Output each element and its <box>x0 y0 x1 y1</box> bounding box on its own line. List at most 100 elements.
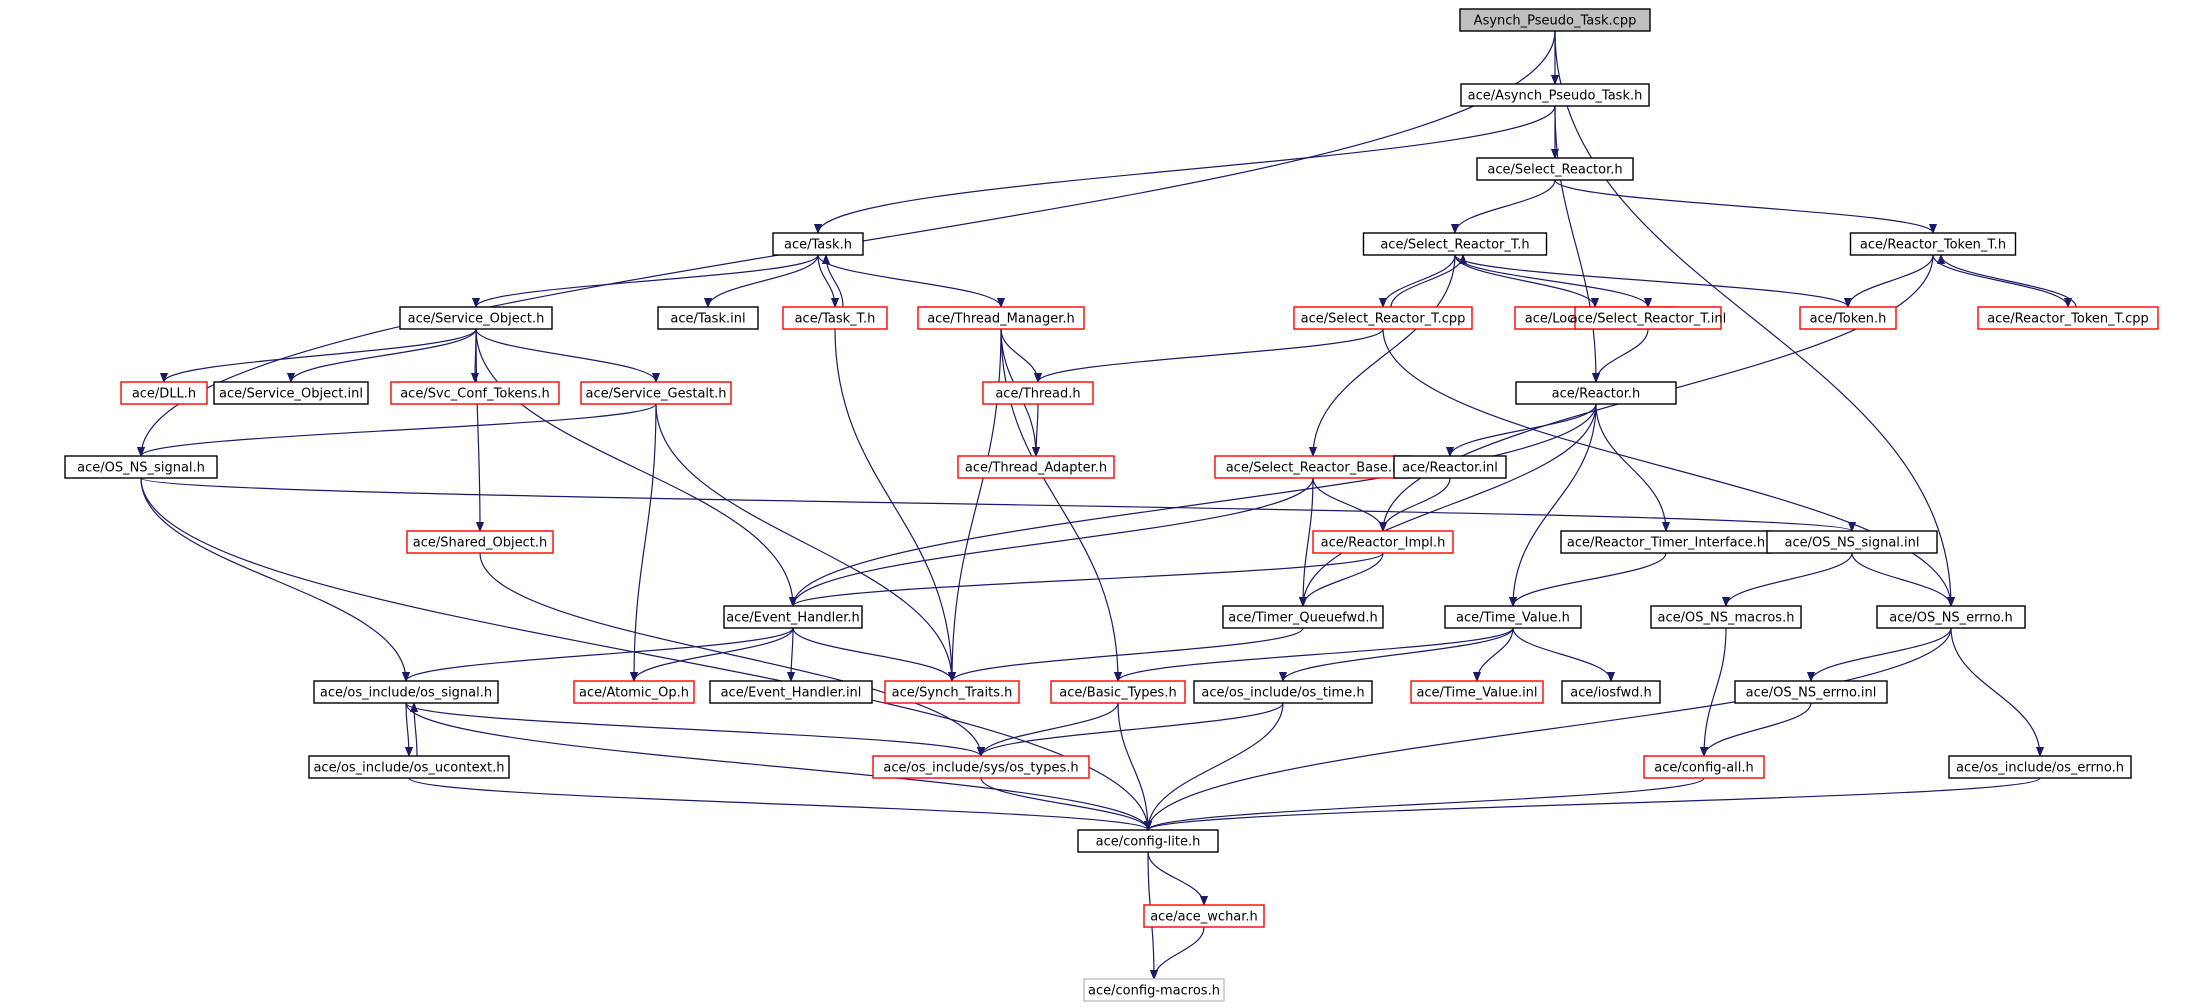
node-thread[interactable]: ace/Thread.h <box>982 381 1094 405</box>
node-dll[interactable]: ace/DLL.h <box>120 381 208 405</box>
edge-react_impl-to-tqfwd <box>1303 552 1384 607</box>
edge-evh-to-osinc_sig <box>406 627 794 682</box>
node-label: ace/Task.inl <box>670 312 745 327</box>
node-label: ace/Thread.h <box>995 387 1080 402</box>
node-box <box>957 455 1115 479</box>
node-react-inl[interactable]: ace/Reactor.inl <box>1393 455 1507 479</box>
node-root[interactable]: Asynch_Pseudo_Task.cpp <box>1459 8 1651 32</box>
edge-evh-to-atomic <box>634 627 794 682</box>
node-box <box>1362 232 1548 256</box>
node-label: ace/Service_Object.h <box>408 312 545 327</box>
node-task[interactable]: ace/Task.h <box>772 232 864 256</box>
node-ossig[interactable]: ace/OS_NS_signal.h <box>64 455 218 479</box>
node-cfgall[interactable]: ace/config-all.h <box>1643 755 1765 779</box>
node-svc-gest[interactable]: ace/Service_Gestalt.h <box>580 381 732 405</box>
node-apt-h[interactable]: ace/Asynch_Pseudo_Task.h <box>1460 83 1650 107</box>
node-box <box>1876 605 2026 629</box>
edge-rtt_h-to-rtt_cpp <box>1932 254 2068 308</box>
node-label: ace/iosfwd.h <box>1570 686 1651 701</box>
node-label: ace/Select_Reactor.h <box>1487 163 1622 178</box>
node-srt-inl[interactable]: ace/Select_Reactor_T.inl <box>1570 306 1727 330</box>
node-tv-inl[interactable]: ace/Time_Value.inl <box>1410 680 1544 704</box>
edge-timeval-to-ostime <box>1283 627 1514 682</box>
node-box <box>1460 83 1650 107</box>
edge-timeval-to-iosfwd <box>1512 627 1611 682</box>
node-osinc-sig[interactable]: ace/os_include/os_signal.h <box>313 680 499 704</box>
node-task-t[interactable]: ace/Task_T.h <box>782 306 888 330</box>
node-cfglite[interactable]: ace/config-lite.h <box>1077 829 1219 853</box>
node-label: ace/Reactor.inl <box>1402 461 1498 476</box>
node-label: ace/Event_Handler.h <box>726 611 860 626</box>
node-srb[interactable]: ace/Select_Reactor_Base.h <box>1214 455 1412 479</box>
node-svc-tok[interactable]: ace/Svc_Conf_Tokens.h <box>390 381 560 405</box>
node-label: ace/Timer_Queuefwd.h <box>1228 611 1377 626</box>
node-box <box>399 306 553 330</box>
node-srt-h[interactable]: ace/Select_Reactor_T.h <box>1362 232 1548 256</box>
edge-svc_gest-to-synch <box>655 403 952 681</box>
edge-oserr-to-oserrno <box>1950 627 2040 756</box>
node-box <box>982 381 1094 405</box>
node-react-impl[interactable]: ace/Reactor_Impl.h <box>1312 530 1454 554</box>
node-cfgmac[interactable]: ace/config-macros.h <box>1083 978 1225 1002</box>
node-synch[interactable]: ace/Synch_Traits.h <box>884 680 1020 704</box>
node-oserrno[interactable]: ace/os_include/os_errno.h <box>1948 755 2132 779</box>
edge-uctx-to-cfglite <box>408 777 1148 831</box>
edge-oserrno-to-cfglite <box>1148 777 2041 831</box>
node-rti[interactable]: ace/Reactor_Timer_Interface.h <box>1560 530 1772 554</box>
edge-cfglite-to-wchar <box>1147 851 1204 906</box>
node-box <box>1849 232 2017 256</box>
node-atomic[interactable]: ace/Atomic_Op.h <box>573 680 695 704</box>
node-label: ace/Shared_Object.h <box>413 536 547 551</box>
node-box <box>406 530 554 554</box>
node-oserr[interactable]: ace/OS_NS_errno.h <box>1876 605 2026 629</box>
edge-srt_cpp-to-thread <box>1038 328 1384 383</box>
node-iosfwd[interactable]: ace/iosfwd.h <box>1561 680 1661 704</box>
edge-srb-to-evh <box>793 477 1314 606</box>
node-label: ace/Basic_Types.h <box>1059 686 1176 701</box>
node-task-inl[interactable]: ace/Task.inl <box>657 306 759 330</box>
edge-srt_h-to-srt_inl <box>1454 254 1648 308</box>
node-thr-mgr[interactable]: ace/Thread_Manager.h <box>917 306 1085 330</box>
node-box <box>1444 605 1582 629</box>
node-box <box>1222 605 1384 629</box>
node-evh[interactable]: ace/Event_Handler.h <box>723 605 863 629</box>
node-evh-inl[interactable]: ace/Event_Handler.inl <box>709 680 873 704</box>
node-label: ace/os_include/os_time.h <box>1201 686 1364 701</box>
node-basic[interactable]: ace/Basic_Types.h <box>1050 680 1186 704</box>
edge-srt_h-to-lock_adp <box>1454 254 1595 308</box>
node-oserr-inl[interactable]: ace/OS_NS_errno.inl <box>1734 680 1888 704</box>
node-box <box>709 680 873 704</box>
edge-timeval-to-basic <box>1118 627 1514 682</box>
node-tqfwd[interactable]: ace/Timer_Queuefwd.h <box>1222 605 1384 629</box>
node-ostime[interactable]: ace/os_include/os_time.h <box>1193 680 1373 704</box>
edge-evh-to-synch <box>792 627 952 682</box>
nodes-layer: Asynch_Pseudo_Task.cpp ace/Asynch_Pseudo_… <box>64 8 2159 1002</box>
node-srt-cpp[interactable]: ace/Select_Reactor_T.cpp <box>1293 306 1473 330</box>
node-ossig-inl[interactable]: ace/OS_NS_signal.inl <box>1766 530 1938 554</box>
node-reactor[interactable]: ace/Reactor.h <box>1515 381 1677 405</box>
node-label: ace/Asynch_Pseudo_Task.h <box>1468 89 1643 104</box>
node-systypes[interactable]: ace/os_include/sys/os_types.h <box>872 755 1090 779</box>
node-box <box>1515 381 1677 405</box>
node-wchar[interactable]: ace/ace_wchar.h <box>1143 904 1265 928</box>
node-token[interactable]: ace/Token.h <box>1799 306 1897 330</box>
node-sel-reactor[interactable]: ace/Select_Reactor.h <box>1476 157 1634 181</box>
node-box <box>1143 904 1265 928</box>
node-timeval[interactable]: ace/Time_Value.h <box>1444 605 1582 629</box>
edge-uctx-to-osinc_sig <box>414 703 417 757</box>
node-thr-adp[interactable]: ace/Thread_Adapter.h <box>957 455 1115 479</box>
edge-srb-to-react_impl <box>1312 477 1383 532</box>
node-box <box>1650 605 1802 629</box>
node-box <box>1561 680 1661 704</box>
node-uctx[interactable]: ace/os_include/os_ucontext.h <box>308 755 510 779</box>
node-box <box>1734 680 1888 704</box>
node-rtt-h[interactable]: ace/Reactor_Token_T.h <box>1849 232 2017 256</box>
node-shared-obj[interactable]: ace/Shared_Object.h <box>406 530 554 554</box>
node-rtt-cpp[interactable]: ace/Reactor_Token_T.cpp <box>1977 306 2159 330</box>
node-so-inl[interactable]: ace/Service_Object.inl <box>213 381 369 405</box>
edge-svc_obj-to-evh <box>475 328 793 606</box>
node-osmac[interactable]: ace/OS_NS_macros.h <box>1650 605 1802 629</box>
node-box <box>772 232 864 256</box>
node-svc-obj[interactable]: ace/Service_Object.h <box>399 306 553 330</box>
